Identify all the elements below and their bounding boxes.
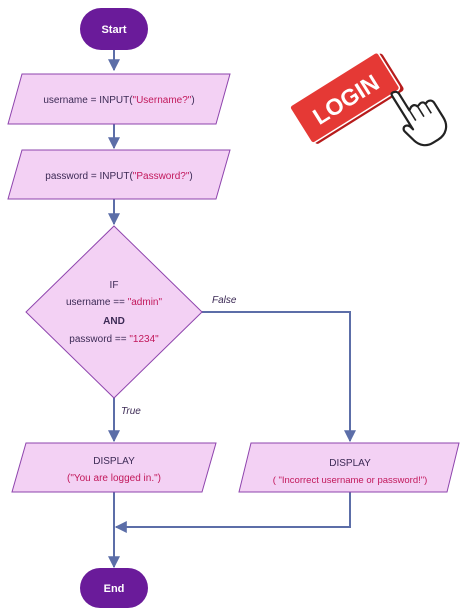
login-badge: LOGIN bbox=[289, 51, 404, 144]
false-branch-label: False bbox=[212, 295, 237, 306]
input-username-text: username = INPUT("Username?") bbox=[43, 95, 194, 106]
end-terminal: End bbox=[80, 568, 148, 608]
start-terminal: Start bbox=[80, 8, 148, 50]
decision-if: IF bbox=[110, 280, 119, 291]
decision-diamond: IF username == "admin" AND password == "… bbox=[25, 225, 203, 399]
connector-false-to-merge bbox=[114, 492, 351, 533]
pointing-hand-cursor-icon bbox=[390, 90, 448, 147]
decision-username-condition: username == "admin" bbox=[66, 297, 163, 308]
display-true-title: DISPLAY bbox=[93, 456, 135, 467]
decision-and: AND bbox=[103, 316, 125, 327]
connectors bbox=[108, 50, 356, 569]
connector-decision-false bbox=[202, 311, 356, 443]
display-incorrect-shape: DISPLAY ( "Incorrect username or passwor… bbox=[238, 442, 460, 493]
decision-password-condition: password == "1234" bbox=[69, 334, 159, 345]
display-logged-in-shape: DISPLAY ("You are logged in.") bbox=[11, 442, 217, 493]
login-illustration: LOGIN bbox=[289, 51, 448, 147]
input-username-shape: username = INPUT("Username?") bbox=[7, 73, 231, 125]
display-true-message: ("You are logged in.") bbox=[67, 473, 161, 484]
end-label: End bbox=[104, 583, 125, 595]
display-false-message: ( "Incorrect username or password!") bbox=[273, 475, 428, 486]
display-false-title: DISPLAY bbox=[329, 458, 371, 469]
input-password-shape: password = INPUT("Password?") bbox=[7, 149, 231, 200]
input-password-text: password = INPUT("Password?") bbox=[45, 171, 192, 182]
true-branch-label: True bbox=[121, 406, 141, 417]
start-label: Start bbox=[101, 24, 126, 36]
